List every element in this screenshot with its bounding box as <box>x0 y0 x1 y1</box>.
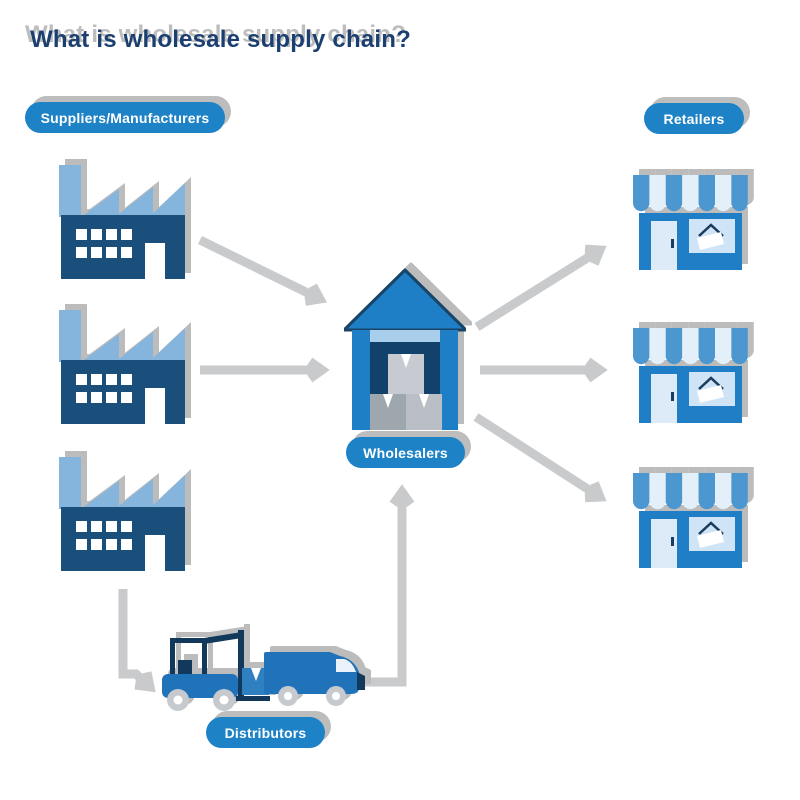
wholesalers-label: Wholesalers <box>363 444 448 461</box>
distributors-label: Distributors <box>224 724 307 741</box>
suppliers-manufacturers-badge: Suppliers/Manufacturers <box>25 102 225 133</box>
suppliers-manufacturers-label: Suppliers/Manufacturers <box>40 109 210 126</box>
wholesalers-badge: Wholesalers <box>346 437 465 468</box>
retailers-badge: Retailers <box>644 103 744 134</box>
arrow-distributor-to-wholesaler <box>364 484 415 687</box>
arrow-factory2-to-wholesaler <box>200 357 330 383</box>
arrow-wholesaler-to-retailer1 <box>474 244 607 331</box>
delivery-truck-icon <box>264 652 365 706</box>
arrow-wholesaler-to-retailer3 <box>473 413 607 503</box>
arrow-factory3-to-distributor <box>118 589 156 693</box>
store-2-icon <box>633 328 748 423</box>
distributors-badge: Distributors <box>206 717 325 748</box>
arrow-factory1-to-wholesaler <box>198 235 327 306</box>
arrow-wholesaler-to-retailer2 <box>480 357 608 383</box>
factory-3-icon <box>59 457 185 571</box>
distributor-vehicles <box>162 630 365 711</box>
retailers-label: Retailers <box>663 110 725 127</box>
factory-2-icon <box>59 310 185 424</box>
store-1-icon <box>633 175 748 270</box>
page-title: What is wholesale supply chain? <box>30 26 411 53</box>
factory-1-icon <box>59 165 185 279</box>
warehouse-icon <box>344 268 466 432</box>
store-3-icon <box>633 473 748 568</box>
forklift-icon <box>162 630 270 711</box>
